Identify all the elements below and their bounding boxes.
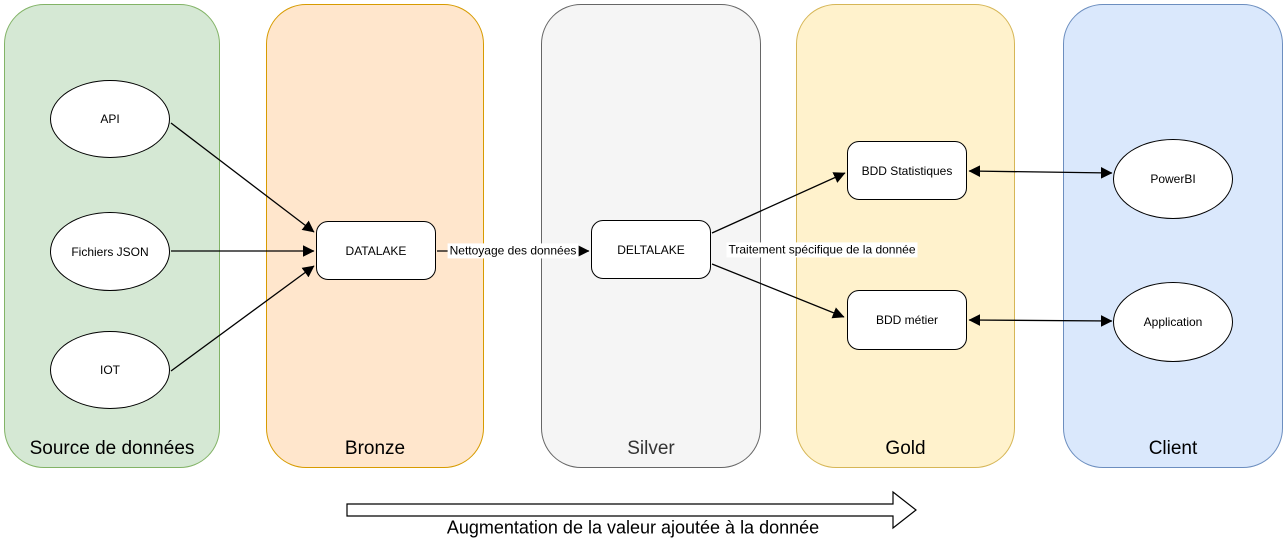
edge-label-traitement: Traitement spécifique de la donnée — [726, 242, 918, 258]
column-client: Client — [1063, 4, 1283, 468]
column-gold: Gold — [796, 4, 1015, 468]
column-label-silver: Silver — [627, 438, 675, 459]
node-fichiers-json-label: Fichiers JSON — [71, 244, 149, 259]
node-fichiers-json: Fichiers JSON — [50, 212, 170, 291]
node-iot-label: IOT — [100, 363, 120, 377]
node-deltalake: DELTALAKE — [591, 220, 711, 279]
node-bdd-statistiques-label: BDD Statistiques — [861, 163, 953, 178]
bottom-arrow-label: Augmentation de la valeur ajoutée à la d… — [446, 517, 820, 538]
column-label-gold: Gold — [885, 438, 926, 459]
node-powerbi: PowerBI — [1113, 139, 1233, 219]
node-powerbi-label: PowerBI — [1150, 172, 1196, 186]
node-deltalake-label: DELTALAKE — [617, 242, 685, 257]
edge-label-nettoyage: Nettoyage des données — [447, 243, 579, 259]
node-bdd-metier: BDD métier — [847, 290, 967, 350]
column-label-source-de-donnees: Source de données — [29, 438, 195, 459]
column-label-bronze: Bronze — [344, 438, 406, 459]
node-bdd-metier-label: BDD métier — [875, 313, 938, 327]
node-application-label: Application — [1143, 315, 1203, 329]
column-label-client: Client — [1148, 438, 1198, 459]
column-bronze: Bronze — [266, 4, 484, 468]
node-api-label: API — [100, 112, 120, 126]
node-application: Application — [1113, 282, 1233, 362]
node-iot: IOT — [50, 331, 170, 409]
node-datalake-label: DATALAKE — [345, 243, 407, 258]
node-api: API — [50, 80, 170, 158]
node-datalake: DATALAKE — [316, 221, 436, 280]
node-bdd-statistiques: BDD Statistiques — [847, 141, 967, 200]
